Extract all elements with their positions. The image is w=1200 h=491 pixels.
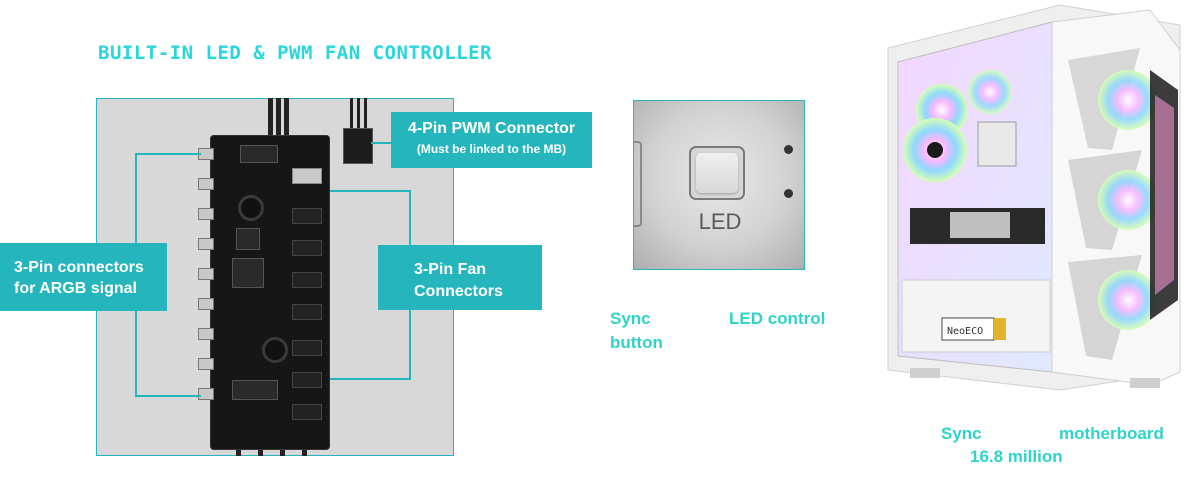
fan-header [292, 168, 322, 184]
power-cable [276, 98, 281, 138]
pwm-cable [357, 98, 360, 128]
pwm-connector-note: (Must be linked to the MB) [416, 142, 567, 156]
argb-pin [198, 298, 214, 310]
controller-chip [236, 228, 260, 250]
argb-pin [198, 328, 214, 340]
pwm-callout-line [371, 142, 393, 144]
caption-case-sync: Sync [941, 424, 982, 443]
pwm-cable [364, 98, 367, 128]
controller-chip [232, 380, 278, 400]
led-button-label: LED [698, 209, 742, 234]
caption-button: button [610, 333, 663, 352]
capacitor [238, 195, 264, 221]
pc-case-illustration: NeoECO [887, 4, 1181, 391]
argb-connectors-label: 3-Pin connectors for ARGB signal [0, 243, 167, 311]
argb-label-line-2: for ARGB signal [14, 280, 137, 297]
panel-edge [634, 141, 642, 227]
caption-case-colors: 16.8 million [970, 447, 1063, 466]
power-cable [284, 98, 289, 138]
fan-label-line-1: 3-Pin Fan [414, 261, 487, 278]
argb-pin [198, 268, 214, 280]
pwm-connector-label: 4-Pin PWM Connector (Must be linked to t… [391, 112, 592, 168]
led-button-face [696, 153, 738, 193]
argb-pin [198, 388, 214, 400]
controller-chip [240, 145, 278, 163]
pwm-cable [350, 98, 353, 128]
fan-connectors-label: 3-Pin Fan Connectors [378, 245, 542, 310]
fan-header [292, 304, 322, 320]
pwm-connector-title: 4-Pin PWM Connector [407, 120, 576, 137]
argb-callout-line [135, 153, 201, 155]
fan-header [292, 208, 322, 224]
caption-sync: Sync [610, 309, 651, 328]
caption-led-control: LED control [729, 309, 826, 328]
fan-label-line-2: Connectors [414, 283, 503, 300]
led-sync-button [689, 146, 745, 200]
argb-callout-line [135, 395, 201, 397]
indicator-dot [784, 145, 793, 154]
case-badge: NeoECO [947, 326, 983, 337]
argb-pin [198, 238, 214, 250]
fan-callout-line [330, 190, 410, 192]
caption-case-motherboard: motherboard [1059, 424, 1164, 443]
argb-pin [198, 358, 214, 370]
indicator-dot [784, 189, 793, 198]
fan-header [292, 372, 322, 388]
fan-header [292, 340, 322, 356]
led-button-closeup: LED [633, 100, 805, 270]
capacitor [262, 337, 288, 363]
argb-pin [198, 208, 214, 220]
fan-header [292, 404, 322, 420]
argb-pin [198, 178, 214, 190]
fan-header [292, 272, 322, 288]
argb-label-line-1: 3-Pin connectors [14, 259, 144, 276]
pc-case-image: NeoECO [880, 0, 1200, 395]
section-heading: BUILT-IN LED & PWM FAN CONTROLLER [98, 42, 492, 64]
pwm-plug [343, 128, 373, 164]
fan-callout-line [330, 378, 410, 380]
power-cable [268, 98, 273, 138]
controller-chip [232, 258, 264, 288]
fan-header [292, 240, 322, 256]
